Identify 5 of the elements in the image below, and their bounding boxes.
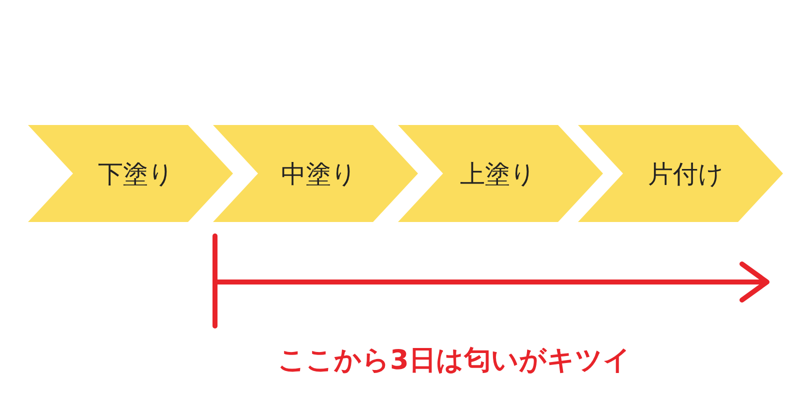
- step-label: 下塗り: [98, 158, 174, 190]
- step-label: 片付け: [648, 158, 724, 190]
- step-label: 上塗り: [460, 158, 536, 190]
- step-label: 中塗り: [281, 158, 357, 190]
- note-text: ここから3日は匂いがキツイ: [278, 344, 631, 378]
